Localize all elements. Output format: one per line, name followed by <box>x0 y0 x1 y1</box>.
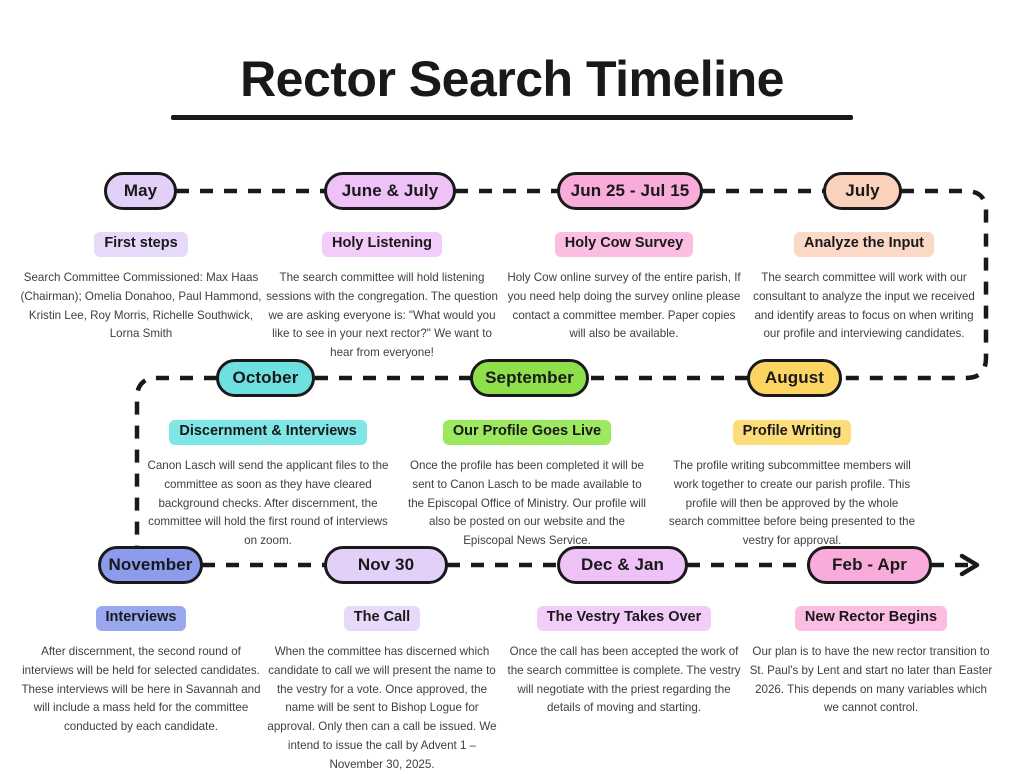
milestone-pill-feb-apr[interactable]: Feb - Apr <box>807 546 932 584</box>
milestone-panel-september: Our Profile Goes Live Once the profile h… <box>403 420 651 551</box>
milestone-pill-june-july[interactable]: June & July <box>324 172 456 210</box>
milestone-tag-profile-writing: Profile Writing <box>732 420 852 445</box>
milestone-tag-the-call: The Call <box>343 606 421 631</box>
milestone-pill-may[interactable]: May <box>104 172 177 210</box>
title-block: Rector Search Timeline <box>0 52 1024 120</box>
milestone-description-november: After discernment, the second round of i… <box>21 644 261 734</box>
milestone-pill-july[interactable]: July <box>823 172 902 210</box>
milestone-description-may: Search Committee Commissioned: Max Haas … <box>20 270 262 341</box>
milestone-tag-holy-cow-survey: Holy Cow Survey <box>554 232 694 257</box>
milestone-panel-october: Discernment & Interviews Canon Lasch wil… <box>144 420 392 551</box>
milestone-description-feb-apr: Our plan is to have the new rector trans… <box>749 644 993 715</box>
page-title: Rector Search Timeline <box>240 51 784 107</box>
milestone-pill-dec-jan[interactable]: Dec & Jan <box>557 546 688 584</box>
milestone-description-august: The profile writing subcommittee members… <box>668 458 916 548</box>
milestone-description-june-july: The search committee will hold listening… <box>266 270 498 360</box>
milestone-panel-dec-jan: The Vestry Takes Over Once the call has … <box>503 606 745 718</box>
milestone-tag-analyze-the-input: Analyze the Input <box>793 232 935 257</box>
milestone-pill-august[interactable]: August <box>747 359 842 397</box>
milestone-description-dec-jan: Once the call has been accepted the work… <box>507 644 741 715</box>
milestone-panel-nov-30: The Call When the committee has discerne… <box>262 606 502 774</box>
milestone-tag-the-vestry-takes-over: The Vestry Takes Over <box>536 606 712 631</box>
milestone-tag-our-profile-goes-live: Our Profile Goes Live <box>442 420 612 445</box>
milestone-tag-new-rector-begins: New Rector Begins <box>794 606 948 631</box>
milestone-pill-jun25-jul15[interactable]: Jun 25 - Jul 15 <box>557 172 703 210</box>
milestone-panel-august: Profile Writing The profile writing subc… <box>668 420 916 551</box>
milestone-tag-holy-listening: Holy Listening <box>322 232 442 257</box>
milestone-panel-holy-cow-survey: Holy Cow Survey Holy Cow online survey o… <box>503 232 745 344</box>
milestone-description-holy-cow-survey: Holy Cow online survey of the entire par… <box>507 270 741 341</box>
milestone-tag-interviews: Interviews <box>95 606 187 631</box>
milestone-pill-nov-30[interactable]: Nov 30 <box>324 546 448 584</box>
milestone-pill-october[interactable]: October <box>216 359 315 397</box>
milestone-tag-discernment-interviews: Discernment & Interviews <box>169 420 367 445</box>
milestone-tag-first-steps: First steps <box>94 232 188 257</box>
milestone-panel-feb-apr: New Rector Begins Our plan is to have th… <box>747 606 995 718</box>
milestone-description-september: Once the profile has been completed it w… <box>408 458 646 548</box>
milestone-description-july: The search committee will work with our … <box>753 270 975 341</box>
milestone-panel-november: Interviews After discernment, the second… <box>17 606 265 737</box>
milestone-description-october: Canon Lasch will send the applicant file… <box>147 458 389 548</box>
milestone-pill-september[interactable]: September <box>470 359 589 397</box>
milestone-panel-may: First steps Search Committee Commissione… <box>17 232 265 344</box>
timeline-end-arrow-icon <box>959 553 980 577</box>
milestone-panel-july: Analyze the Input The search committee w… <box>747 232 981 344</box>
title-underline <box>171 115 853 120</box>
milestone-panel-june-july: Holy Listening The search committee will… <box>262 232 502 363</box>
milestone-pill-november[interactable]: November <box>98 546 203 584</box>
milestone-description-nov-30: When the committee has discerned which c… <box>267 644 497 771</box>
